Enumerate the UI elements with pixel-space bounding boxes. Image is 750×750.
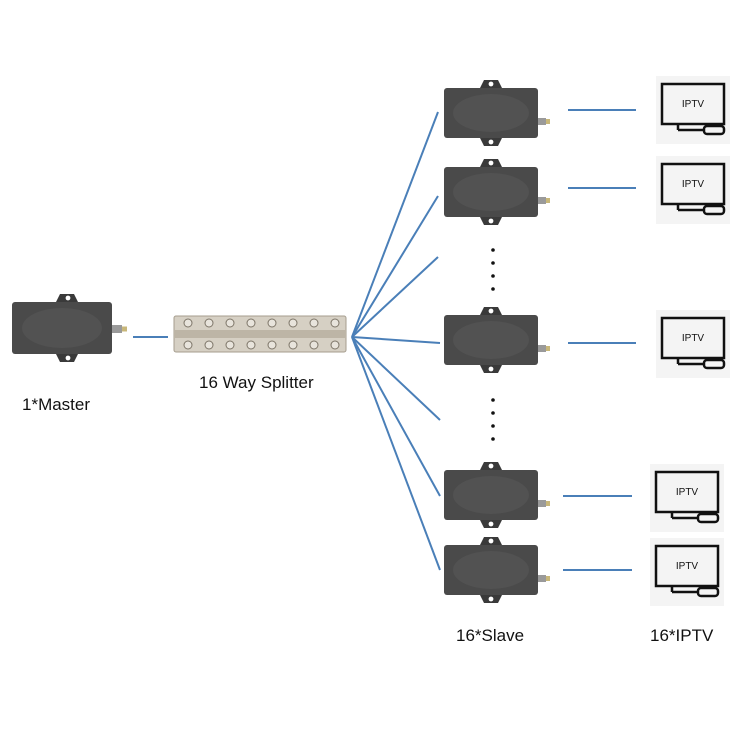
splitter-port bbox=[330, 340, 340, 350]
tv-icon: IPTV bbox=[660, 316, 726, 370]
splitter-port bbox=[246, 318, 256, 328]
tv-4: IPTV bbox=[650, 464, 724, 532]
link-splitter-slave-6 bbox=[351, 336, 441, 497]
splitter-port bbox=[183, 340, 193, 350]
splitter-port bbox=[183, 318, 193, 328]
tv-icon: IPTV bbox=[654, 470, 720, 524]
tv-icon: IPTV bbox=[654, 544, 720, 598]
tv-screen-text: IPTV bbox=[676, 561, 699, 572]
tv-3: IPTV bbox=[656, 310, 730, 378]
tv-icon: IPTV bbox=[660, 82, 726, 136]
splitter-port bbox=[330, 318, 340, 328]
tv-1: IPTV bbox=[656, 76, 730, 144]
tv-screen-text: IPTV bbox=[682, 179, 705, 190]
slave-device-2 bbox=[444, 159, 550, 225]
link-splitter-slave-7 bbox=[351, 336, 441, 571]
splitter-port bbox=[309, 340, 319, 350]
link-splitter-slave-4 bbox=[351, 336, 441, 344]
slave-device-5 bbox=[444, 537, 550, 603]
splitter-port bbox=[225, 318, 235, 328]
splitter-port bbox=[246, 340, 256, 350]
splitter-label: 16 Way Splitter bbox=[199, 373, 314, 392]
splitter-port bbox=[288, 340, 298, 350]
slave-label: 16*Slave bbox=[456, 626, 525, 645]
slave-device-3 bbox=[444, 307, 550, 373]
splitter-port bbox=[267, 318, 277, 328]
tv-screen-text: IPTV bbox=[682, 333, 705, 344]
splitter-port bbox=[267, 340, 277, 350]
link-splitter-slave-5 bbox=[351, 336, 441, 421]
ellipsis-upper bbox=[491, 248, 495, 291]
splitter-device bbox=[173, 315, 347, 353]
master-label: 1*Master bbox=[22, 395, 91, 414]
ellipsis-lower bbox=[491, 398, 495, 441]
tv-5: IPTV bbox=[650, 538, 724, 606]
iptv-label: 16*IPTV bbox=[650, 626, 714, 645]
splitter-port bbox=[309, 318, 319, 328]
slave-device-4 bbox=[444, 462, 550, 528]
slave-device-1 bbox=[444, 80, 550, 146]
link-splitter-slave-1 bbox=[351, 111, 439, 338]
splitter-port bbox=[204, 318, 214, 328]
splitter-port bbox=[204, 340, 214, 350]
master-device bbox=[12, 294, 127, 362]
splitter-port bbox=[225, 340, 235, 350]
tv-2: IPTV bbox=[656, 156, 730, 224]
link-splitter-slave-3 bbox=[351, 256, 439, 338]
splitter-port bbox=[288, 318, 298, 328]
tv-screen-text: IPTV bbox=[682, 99, 705, 110]
link-splitter-slave-2 bbox=[351, 195, 439, 338]
tv-screen-text: IPTV bbox=[676, 487, 699, 498]
tv-icon: IPTV bbox=[660, 162, 726, 216]
